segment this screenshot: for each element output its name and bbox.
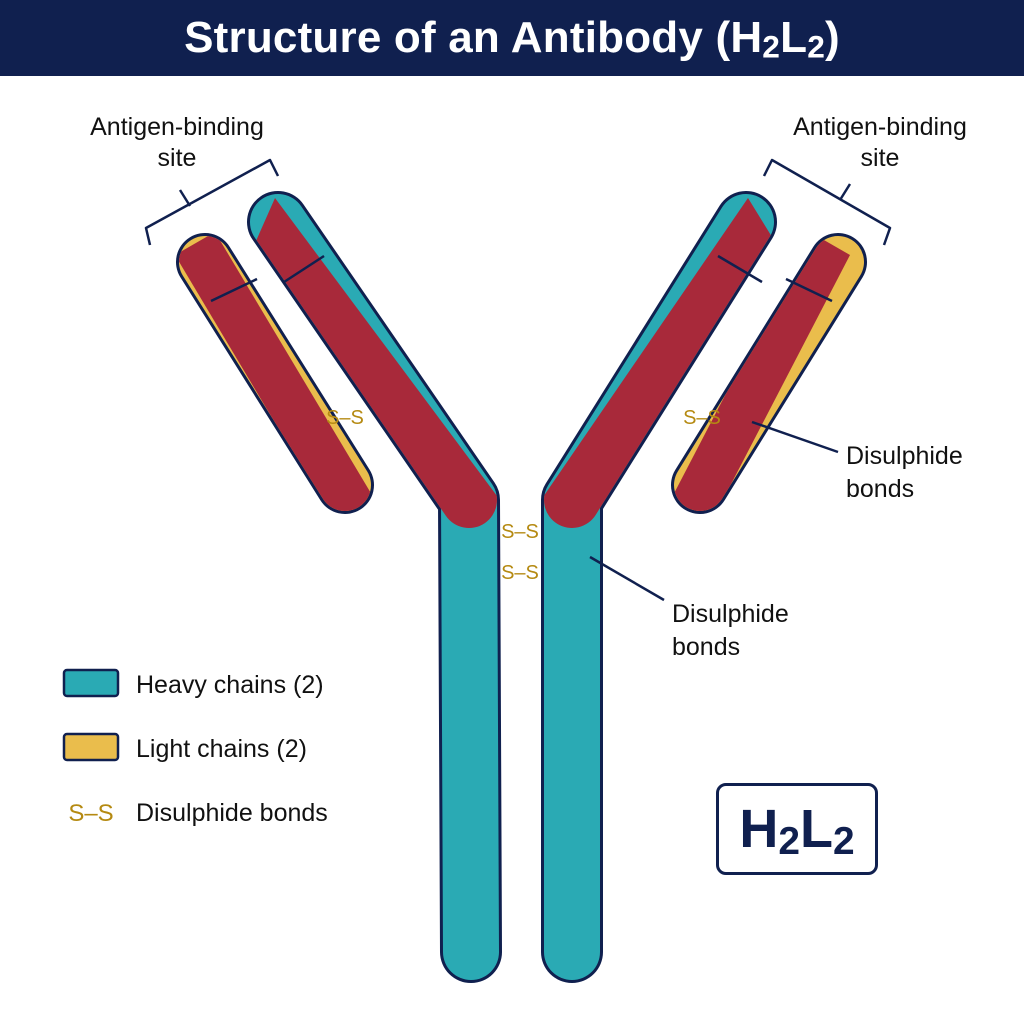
legend-swatch-heavy bbox=[62, 668, 120, 698]
heavy-chain-left bbox=[247, 191, 502, 983]
light-chain-left bbox=[176, 233, 374, 514]
disulphide-bond-hinge-1: S–S bbox=[501, 521, 539, 543]
formula-subscript-l: 2 bbox=[833, 819, 855, 863]
legend-swatch-light bbox=[62, 732, 120, 762]
legend-label-heavy: Heavy chains (2) bbox=[136, 671, 324, 699]
disulphide-light-label-line1: Disulphide bbox=[846, 442, 963, 470]
antigen-binding-label-right-line2: site bbox=[861, 144, 900, 172]
legend-label-bond: Disulphide bonds bbox=[136, 799, 328, 827]
formula-box: H2L2 bbox=[716, 783, 878, 875]
disulphide-bond-hinge-2: S–S bbox=[501, 562, 539, 584]
disulphide-bond-right-light: S–S bbox=[683, 407, 721, 429]
light-chain-right bbox=[671, 233, 867, 514]
callout-disulphide-hinge: Disulphide bonds bbox=[589, 555, 789, 661]
antigen-binding-label-left-line1: Antigen-binding bbox=[90, 113, 264, 141]
disulphide-hinge-label-line2: bonds bbox=[672, 633, 740, 661]
legend: Heavy chains (2) Light chains (2) S–S Di… bbox=[62, 668, 328, 827]
heavy-chain-right bbox=[541, 191, 777, 983]
antigen-binding-label-left-line2: site bbox=[158, 144, 197, 172]
antigen-binding-label-right-line1: Antigen-binding bbox=[793, 113, 967, 141]
disulphide-hinge-label-line1: Disulphide bbox=[672, 600, 789, 628]
formula-subscript-h: 2 bbox=[778, 819, 800, 863]
antigen-binding-site-left: Antigen-binding site bbox=[90, 113, 280, 246]
disulphide-bond-left-light: S–S bbox=[326, 407, 364, 429]
legend-bond-symbol: S–S bbox=[68, 800, 113, 827]
antigen-binding-site-right: Antigen-binding site bbox=[762, 113, 967, 246]
formula-text: H2L2 bbox=[739, 799, 855, 863]
title-subscript-l: 2 bbox=[807, 28, 826, 65]
title-subscript-h: 2 bbox=[762, 28, 781, 65]
title-bar: Structure of an Antibody (H2L2) bbox=[0, 0, 1024, 76]
page-title: Structure of an Antibody (H2L2) bbox=[184, 13, 840, 65]
legend-label-light: Light chains (2) bbox=[136, 735, 307, 763]
disulphide-light-label-line2: bonds bbox=[846, 475, 914, 503]
callout-disulphide-light: Disulphide bonds bbox=[751, 420, 963, 503]
